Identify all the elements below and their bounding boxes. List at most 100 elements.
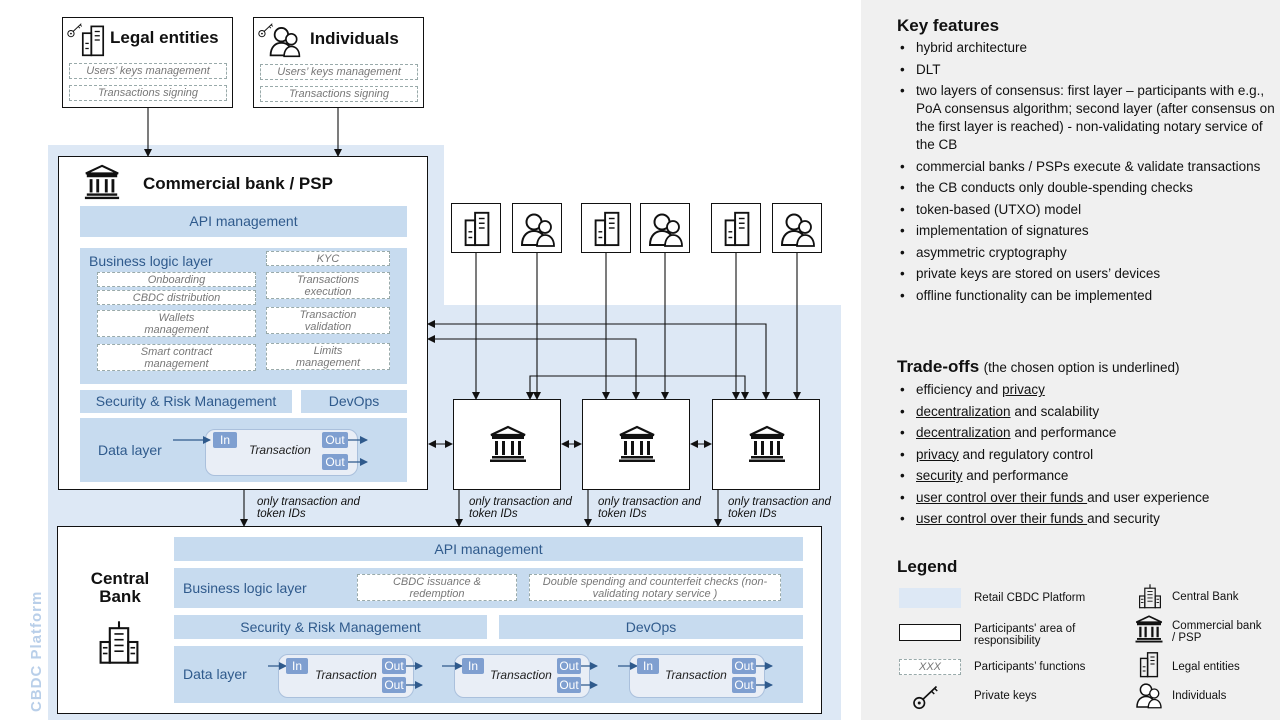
legal-entities-box: Legal entities Users’ keys management Tr…: [62, 17, 233, 108]
participant-individuals-2: [640, 203, 690, 253]
tradeoff-connector: and: [1010, 403, 1041, 419]
cb-tx-in: In: [213, 432, 237, 448]
central-tx1-out-1: Out: [382, 658, 406, 674]
tradeoff-item: user control over their funds and user e…: [898, 489, 1278, 507]
central-security-risk: Security & Risk Management: [174, 615, 487, 639]
kyc-function: KYC: [266, 251, 390, 266]
legend-area-swatch: [899, 624, 961, 641]
legend-commercial-bank-label: Commercial bank / PSP: [1172, 620, 1262, 644]
tradeoff-connector: and: [958, 446, 989, 462]
connection-arrows: [144, 108, 801, 527]
tradeoff-option-a: decentralization: [916, 425, 1011, 440]
individuals-keys-function: Users’ keys management: [260, 64, 418, 80]
participant-individuals-1: [512, 203, 562, 253]
central-bank-icon: [96, 619, 142, 665]
participant-legal-2: [581, 203, 631, 253]
central-bank-title: Central Bank: [90, 569, 150, 606]
central-bank-box: Central Bank API management Business log…: [57, 526, 822, 714]
cb-tx-out-1: Out: [322, 432, 348, 448]
key-feature-item: the CB conducts only double-spending che…: [898, 179, 1278, 197]
key-features-title: Key features: [897, 16, 1000, 35]
double-spending-function: Double spending and counterfeit checks (…: [529, 574, 781, 601]
ids-note-3: only transaction and token IDs: [598, 496, 701, 520]
legend-title: Legend: [897, 557, 958, 576]
cb-business-logic-layer: Business logic layer Onboarding CBDC dis…: [80, 248, 407, 384]
central-devops: DevOps: [499, 615, 803, 639]
limits-management-function: Limits management: [266, 343, 390, 370]
cb-business-logic-title: Business logic layer: [89, 253, 213, 269]
central-business-logic-title: Business logic layer: [183, 580, 307, 596]
legal-signing-function: Transactions signing: [69, 85, 227, 101]
central-tx2-out-1: Out: [557, 658, 581, 674]
cb-security-risk: Security & Risk Management: [80, 390, 292, 413]
tradeoff-option-b: security: [1113, 511, 1160, 526]
key-feature-item: asymmetric cryptography: [898, 244, 1278, 262]
central-tx-arrows: [268, 662, 773, 689]
central-data-layer-title: Data layer: [183, 666, 247, 682]
central-tx3-label: Transaction: [665, 668, 727, 682]
legend-building-icon: [1135, 650, 1163, 678]
key-feature-item: private keys are stored on users’ device…: [898, 265, 1278, 283]
tradeoff-connector: and: [1010, 425, 1041, 440]
ids-note-2: only transaction and token IDs: [469, 496, 572, 520]
tradeoff-item: security and performance: [898, 467, 1278, 485]
legend-platform-label: Retail CBDC Platform: [974, 592, 1086, 604]
key-features-list: hybrid architectureDLT two layers of cons…: [898, 39, 1278, 308]
cb-tx-out-2: Out: [322, 454, 348, 470]
legend-central-bank-label: Central Bank: [1172, 591, 1239, 603]
tradeoff-option-a: decentralization: [916, 403, 1011, 419]
tradeoff-option-b: regulatory control: [988, 446, 1094, 462]
tradeoffs-subtitle: (the chosen option is underlined): [983, 360, 1180, 375]
central-tx2-out-2: Out: [557, 677, 581, 693]
tradeoff-connector: and: [1087, 489, 1114, 505]
wallets-management-function: Wallets management: [97, 310, 256, 337]
commercial-bank-title: Commercial bank / PSP: [143, 174, 333, 193]
cb-api-management: API management: [80, 206, 407, 237]
central-tx3-out-1: Out: [732, 658, 756, 674]
legend-legal-label: Legal entities: [1172, 661, 1240, 673]
transaction-validation-function: Transaction validation: [266, 307, 390, 334]
key-feature-item: two layers of consensus: first layer – p…: [898, 82, 1278, 154]
tradeoff-connector: and: [1087, 511, 1114, 526]
tradeoffs-list: efficiency and privacydecentralization a…: [898, 381, 1278, 532]
key-feature-item: implementation of signatures: [898, 222, 1278, 240]
tradeoff-option-b: performance: [1040, 425, 1117, 440]
transactions-execution-function: Transactions execution: [266, 272, 390, 299]
cb-tx-label: Transaction: [249, 443, 311, 457]
tradeoff-option-b: privacy: [1002, 382, 1045, 397]
tradeoff-option-a: security: [916, 468, 963, 483]
central-business-logic-layer: Business logic layer CBDC issuance & red…: [174, 568, 803, 608]
key-feature-item: commercial banks / PSPs execute & valida…: [898, 158, 1278, 176]
smart-contract-function: Smart contract management: [97, 344, 256, 371]
cb-data-layer-title: Data layer: [98, 442, 162, 458]
key-feature-item: hybrid architecture: [898, 39, 1278, 57]
bank-node-3: [712, 399, 820, 490]
tradeoff-item: privacy and regulatory control: [898, 446, 1278, 464]
legal-keys-function: Users’ keys management: [69, 63, 227, 79]
ids-note-1: only transaction and token IDs: [257, 496, 360, 520]
key-feature-item: offline functionality can be implemented: [898, 287, 1278, 305]
individuals-signing-function: Transactions signing: [260, 86, 418, 102]
tradeoff-connector: and: [962, 468, 993, 483]
central-tx1-out-2: Out: [382, 677, 406, 693]
legend-people-icon: [1134, 680, 1164, 710]
participant-individuals-3: [772, 203, 822, 253]
tradeoffs-title: Trade-offs: [897, 357, 980, 376]
central-data-layer: Data layer In Transaction Out Out In Tra…: [174, 646, 803, 703]
cbdc-distribution-function: CBDC distribution: [97, 290, 256, 305]
tradeoff-item: decentralization and scalability: [898, 403, 1278, 421]
legend-functions-sample: XXX: [899, 659, 961, 675]
cb-data-layer: Data layer In Transaction Out Out: [80, 418, 407, 482]
legal-entities-title: Legal entities: [110, 28, 219, 47]
ids-note-4: only transaction and token IDs: [728, 496, 831, 520]
key-feature-item: DLT: [898, 61, 1278, 79]
tradeoff-option-a: user control over their funds: [916, 489, 1088, 505]
legend-individuals-label: Individuals: [1172, 690, 1227, 702]
onboarding-function: Onboarding: [97, 272, 256, 287]
legend-key-icon: [911, 682, 941, 712]
tradeoff-option-a: privacy: [916, 446, 959, 462]
cbdc-issuance-function: CBDC issuance & redemption: [357, 574, 517, 601]
tradeoff-item: user control over their funds and securi…: [898, 510, 1278, 528]
legend-area-label: Participants' area of responsibility: [974, 623, 1076, 647]
tradeoff-option-b: user experience: [1113, 489, 1210, 505]
